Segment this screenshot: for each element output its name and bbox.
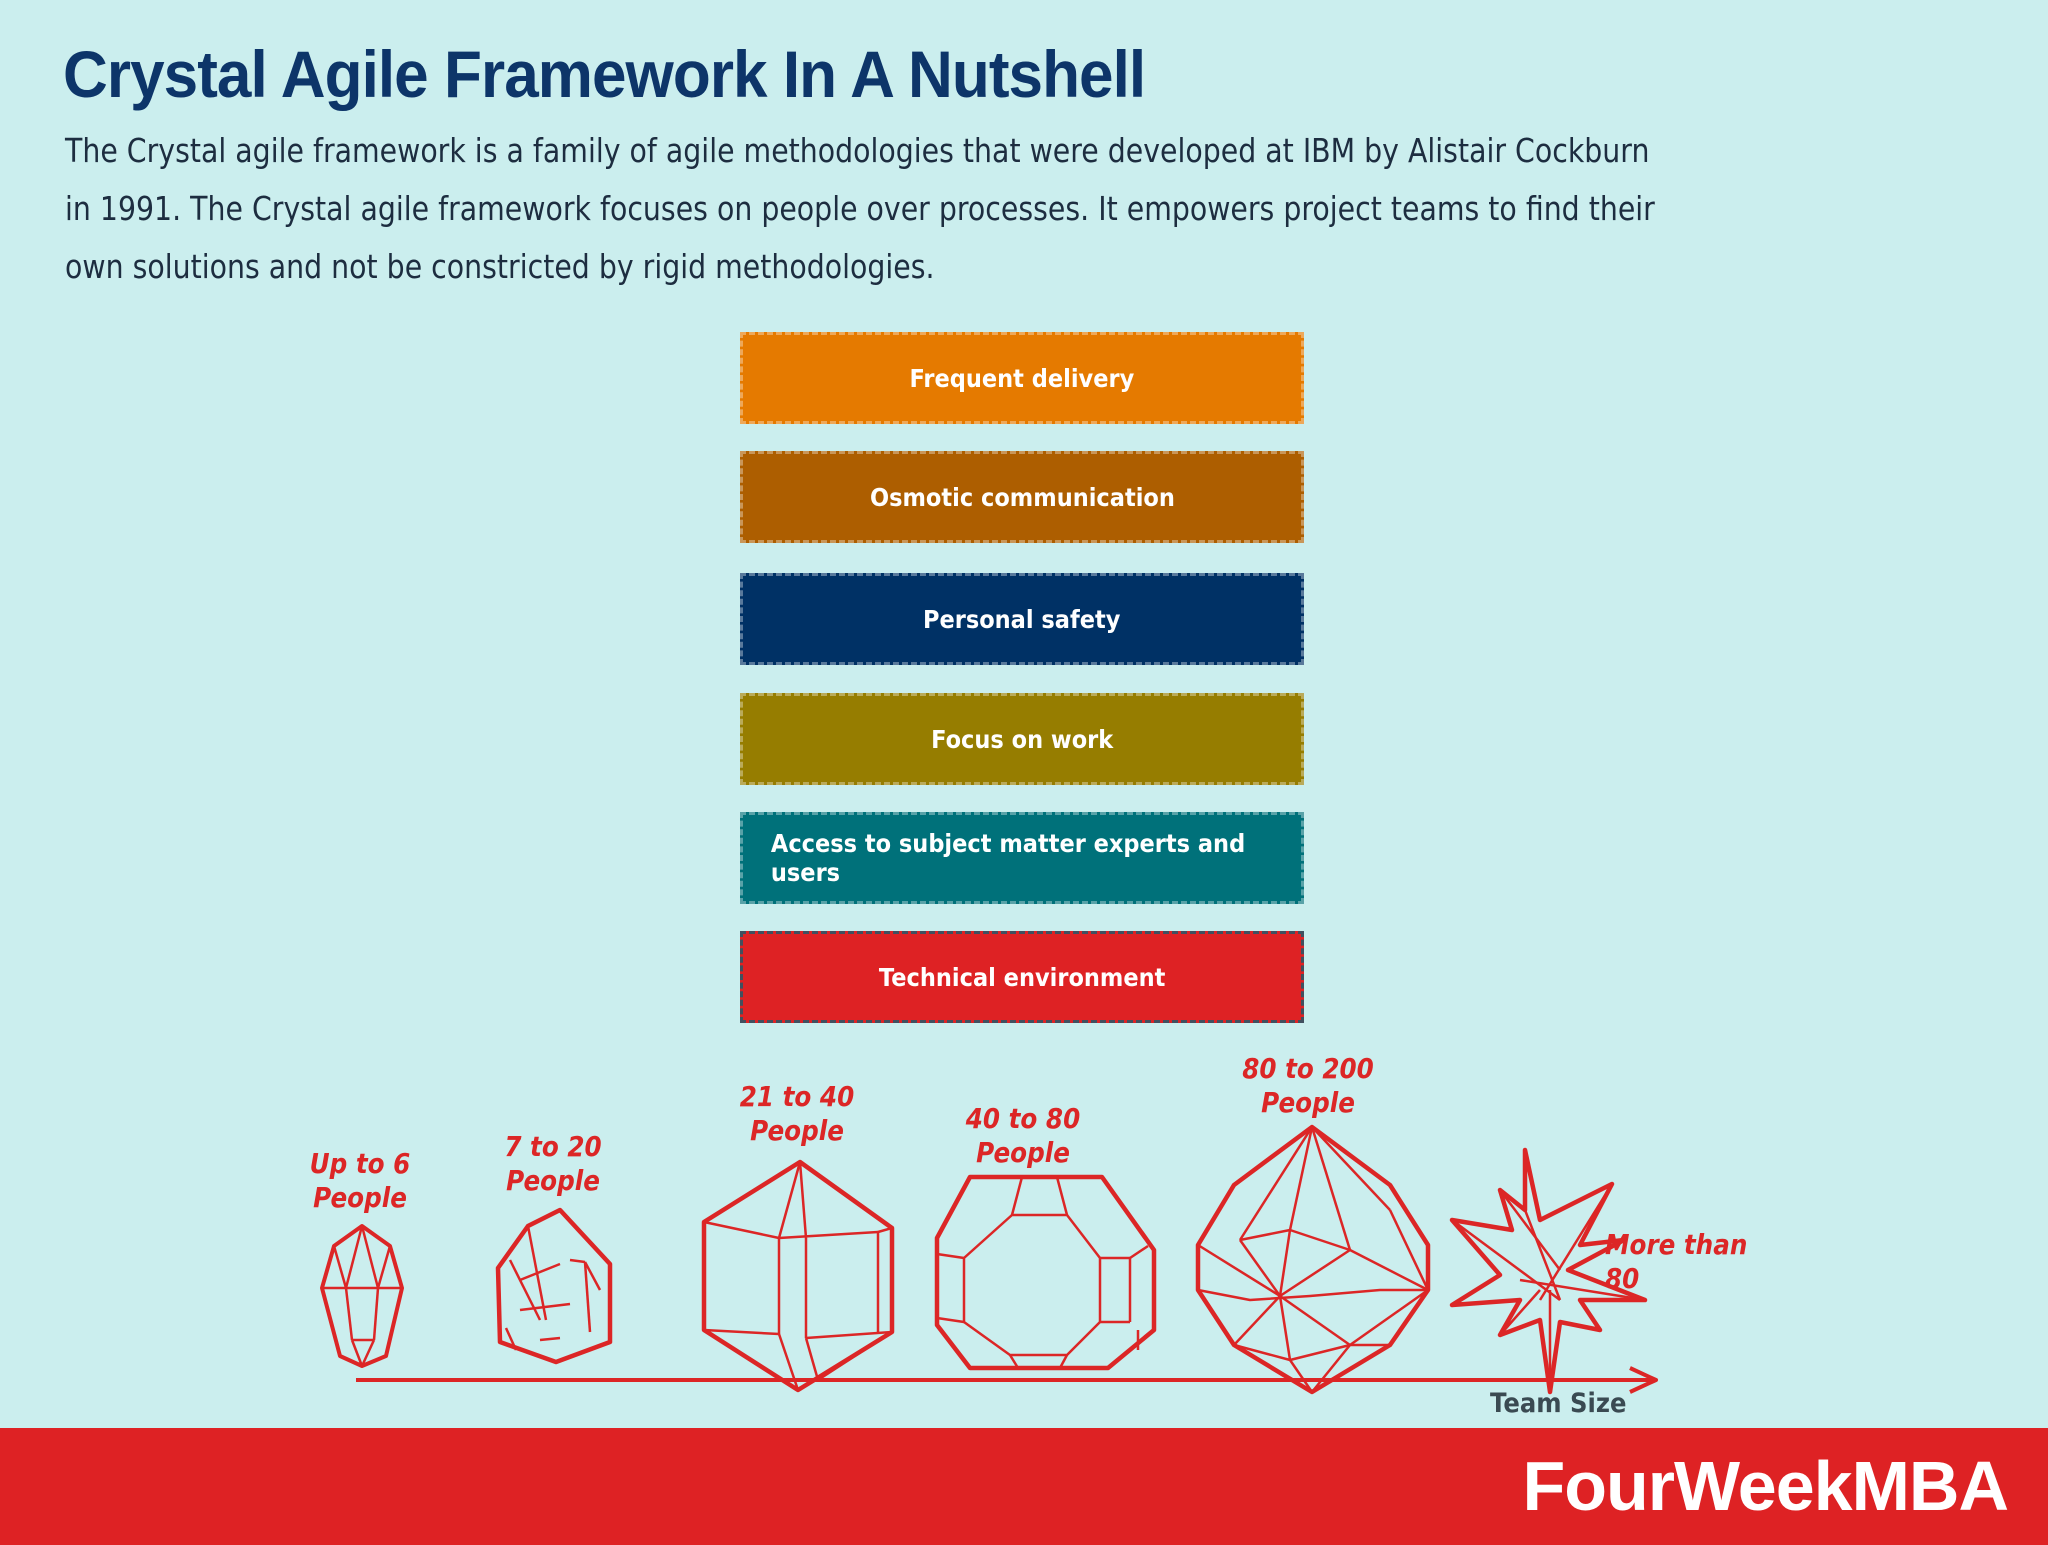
property-osmotic-communication: Osmotic communication [740, 451, 1304, 543]
property-technical-environment: Technical environment [740, 931, 1304, 1023]
property-label: Frequent delivery [909, 363, 1135, 393]
axis-label: Team Size [1490, 1388, 1627, 1419]
crystal-clear-icon [320, 1224, 404, 1368]
property-label: Personal safety [923, 604, 1121, 634]
property-frequent-delivery: Frequent delivery [740, 332, 1304, 424]
crystal-diamond-icon [1449, 1147, 1648, 1395]
footer-bar: FourWeekMBA [0, 1428, 2048, 1545]
property-label: Technical environment [878, 962, 1166, 992]
crystal-red-icon [934, 1174, 1157, 1371]
crystal-orange-icon [701, 1159, 895, 1393]
brand-logo[interactable]: FourWeekMBA [1522, 1447, 2009, 1525]
intro-paragraph: The Crystal agile framework is a family … [65, 131, 1655, 286]
property-label: Osmotic communication [869, 482, 1175, 512]
property-access-to-experts: Access to subject matter experts and use… [740, 812, 1304, 904]
page-title: Crystal Agile Framework In A Nutshell [63, 37, 1146, 111]
property-personal-safety: Personal safety [740, 573, 1304, 665]
crystal-diagram [320, 1124, 1658, 1395]
crystal-label-red: 40 to 80 People [965, 1102, 1081, 1169]
crystal-yellow-icon [495, 1207, 613, 1365]
crystal-maroon-icon [1195, 1124, 1431, 1395]
property-label: Focus on work [930, 724, 1114, 754]
crystal-label-maroon: 80 to 200 People [1242, 1052, 1374, 1119]
property-label: Access to subject matter experts and use… [770, 829, 1246, 887]
crystal-label-yellow: 7 to 20 People [504, 1130, 602, 1197]
property-focus-on-work: Focus on work [740, 693, 1304, 785]
crystal-label-clear: Up to 6 People [309, 1147, 411, 1214]
crystal-label-diamond: More than 80 [1605, 1228, 1748, 1295]
team-size-arrow [356, 1366, 1658, 1394]
crystal-label-orange: 21 to 40 People [739, 1080, 855, 1147]
